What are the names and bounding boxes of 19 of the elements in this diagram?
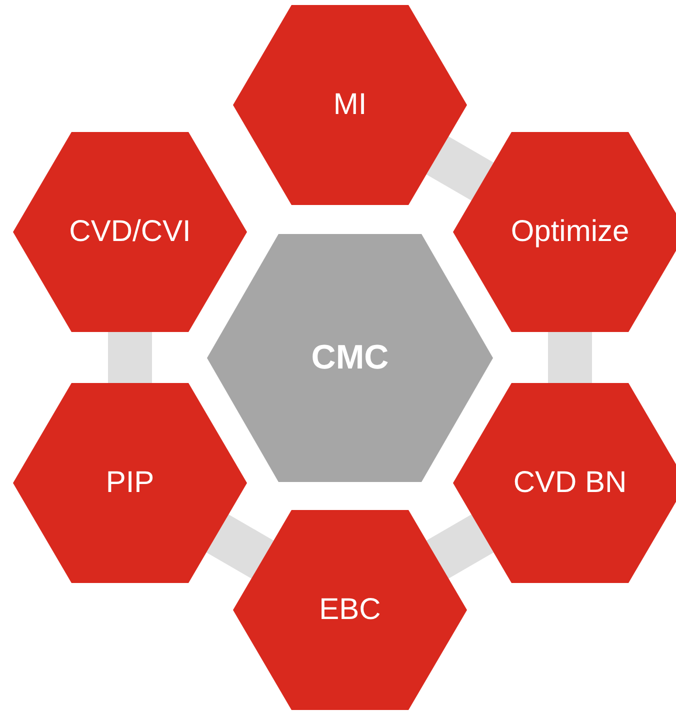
connector-band xyxy=(108,332,152,383)
hexagon xyxy=(453,132,676,332)
hexagon-label: CVD/CVI xyxy=(69,215,191,249)
hexagon xyxy=(13,132,247,332)
hexagon xyxy=(233,510,467,710)
connector-band xyxy=(206,514,274,579)
connector-band xyxy=(548,332,592,383)
hexagon xyxy=(233,5,467,205)
hexagon xyxy=(13,383,247,583)
hexagon-label: EBC xyxy=(319,593,381,627)
connector-band xyxy=(426,136,494,201)
hexagon-label: Optimize xyxy=(510,215,630,249)
connector-band xyxy=(426,514,494,579)
hexagon xyxy=(207,234,493,482)
hexagon-label: MI xyxy=(333,88,367,122)
hexagon xyxy=(453,383,676,583)
hexagon-label: PIP xyxy=(106,466,154,500)
hexagon-label: CMC xyxy=(311,338,389,378)
hexagon-label: CVD BN xyxy=(513,466,627,500)
